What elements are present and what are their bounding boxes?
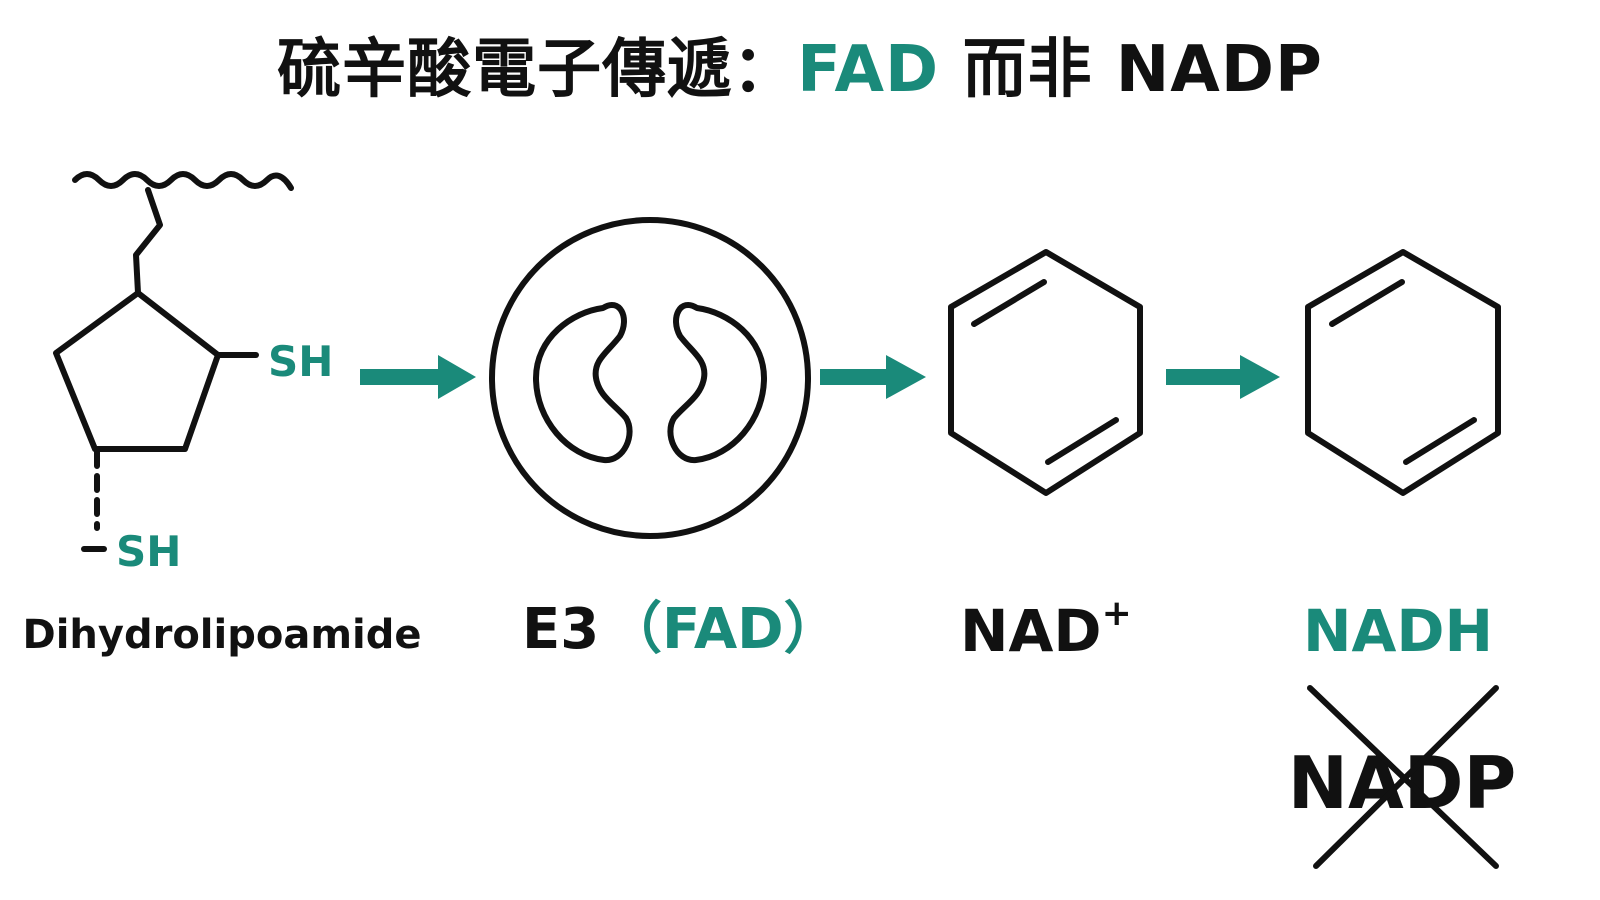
cross-out-icon: [1307, 685, 1499, 869]
title-accent: FAD: [797, 33, 940, 107]
nadh-label: NADH: [1303, 597, 1493, 665]
dihydrolipoamide-label: Dihydrolipoamide: [23, 612, 422, 658]
title-suffix: 而非 NADP: [939, 33, 1323, 107]
cyclopentane-ring: [53, 290, 221, 452]
nad-plus-label: NAD+: [960, 593, 1132, 665]
dihydrolipoamide-structure: [53, 171, 294, 552]
sh-bottom-label: SH: [116, 527, 181, 576]
enzyme-cofactor: （FAD）: [606, 597, 840, 662]
arrow-1: [360, 355, 476, 399]
right-lobe: [667, 302, 767, 464]
left-lobe: [533, 302, 633, 464]
fad-circle-icon: [489, 217, 811, 539]
page-title: 硫辛酸電子傳遞：FAD 而非 NADP: [0, 18, 1600, 110]
title-prefix: 硫辛酸電子傳遞：: [277, 33, 798, 107]
arrow-3: [1166, 355, 1280, 399]
sh-top-label: SH: [268, 337, 333, 386]
arrow-2: [820, 355, 926, 399]
benzene-ring-icon: [948, 249, 1143, 496]
benzene-ring-icon-nadh: [1305, 249, 1501, 496]
side-chain: [133, 187, 163, 296]
enzyme-name: E3: [522, 597, 599, 662]
wavy-chain: [72, 171, 294, 191]
